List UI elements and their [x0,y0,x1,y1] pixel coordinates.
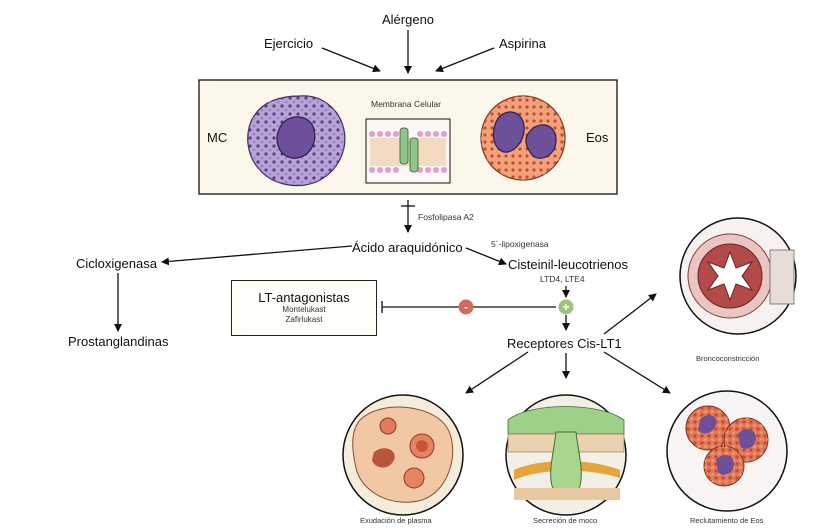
effect-plasma: Exudación de plasma [360,516,432,525]
arrow-to-cysteinyl [465,247,507,266]
activate-circle [558,299,574,315]
mucus-illustration [505,394,627,516]
plus-sign: + [562,300,569,314]
cysteinyl-label: Cisteinil-leucotrienos [508,257,628,272]
arrow-to-eos [603,351,671,394]
arrow-to-plasma [465,351,529,394]
arrow-to-bronchoconstriction [603,293,657,335]
minus-sign: - [464,300,468,314]
enzyme-pla2: Fosfolipasa A2 [418,212,474,222]
trigger-allergen: Alérgeno [382,12,435,27]
membrane-label: Membrana Celular [371,99,441,109]
eosinophil-label: Eos [586,130,609,145]
lipoxygenase-label: 5´-lipoxigenasa [491,239,549,249]
arrow-aspirin [435,47,495,73]
arrow-to-cyclooxygenase [161,245,353,266]
arrow-exercise [321,47,381,73]
cysteinyl-types: LTD4, LTE4 [540,274,585,284]
arachidonic-acid: Ácido araquidónico [352,240,463,255]
eosinophil-illustration [480,95,566,181]
plasma-illustration [342,394,464,516]
mast-cell-illustration [247,95,346,187]
drug-montelukast: Montelukast [282,305,326,314]
trigger-exercise: Ejercicio [264,36,314,51]
eos-recruitment-illustration [666,390,788,512]
receptors-label: Receptores Cis-LT1 [507,336,622,351]
bronchus-illustration [679,217,797,335]
prostaglandins-label: Prostanglandinas [68,334,169,349]
drug-zafirlukast: Zafirlukast [285,315,323,324]
cyclooxygenase-label: Cicloxigenasa [76,256,157,271]
antagonists-title: LT-antagonistas [258,290,350,305]
mast-cell-label: MC [207,130,228,145]
trigger-aspirin: Aspirina [499,36,546,51]
effect-mucus: Secreción de moco [533,516,598,525]
antagonists-box: LT-antagonistas Montelukast Zafirlukast [231,280,377,336]
inhibit-circle [458,299,474,315]
effect-eos: Reclutamiento de Eos [690,516,764,525]
effect-bronchoconstriction: Broncoconstricción [696,354,760,363]
membrane-illustration [365,118,451,184]
